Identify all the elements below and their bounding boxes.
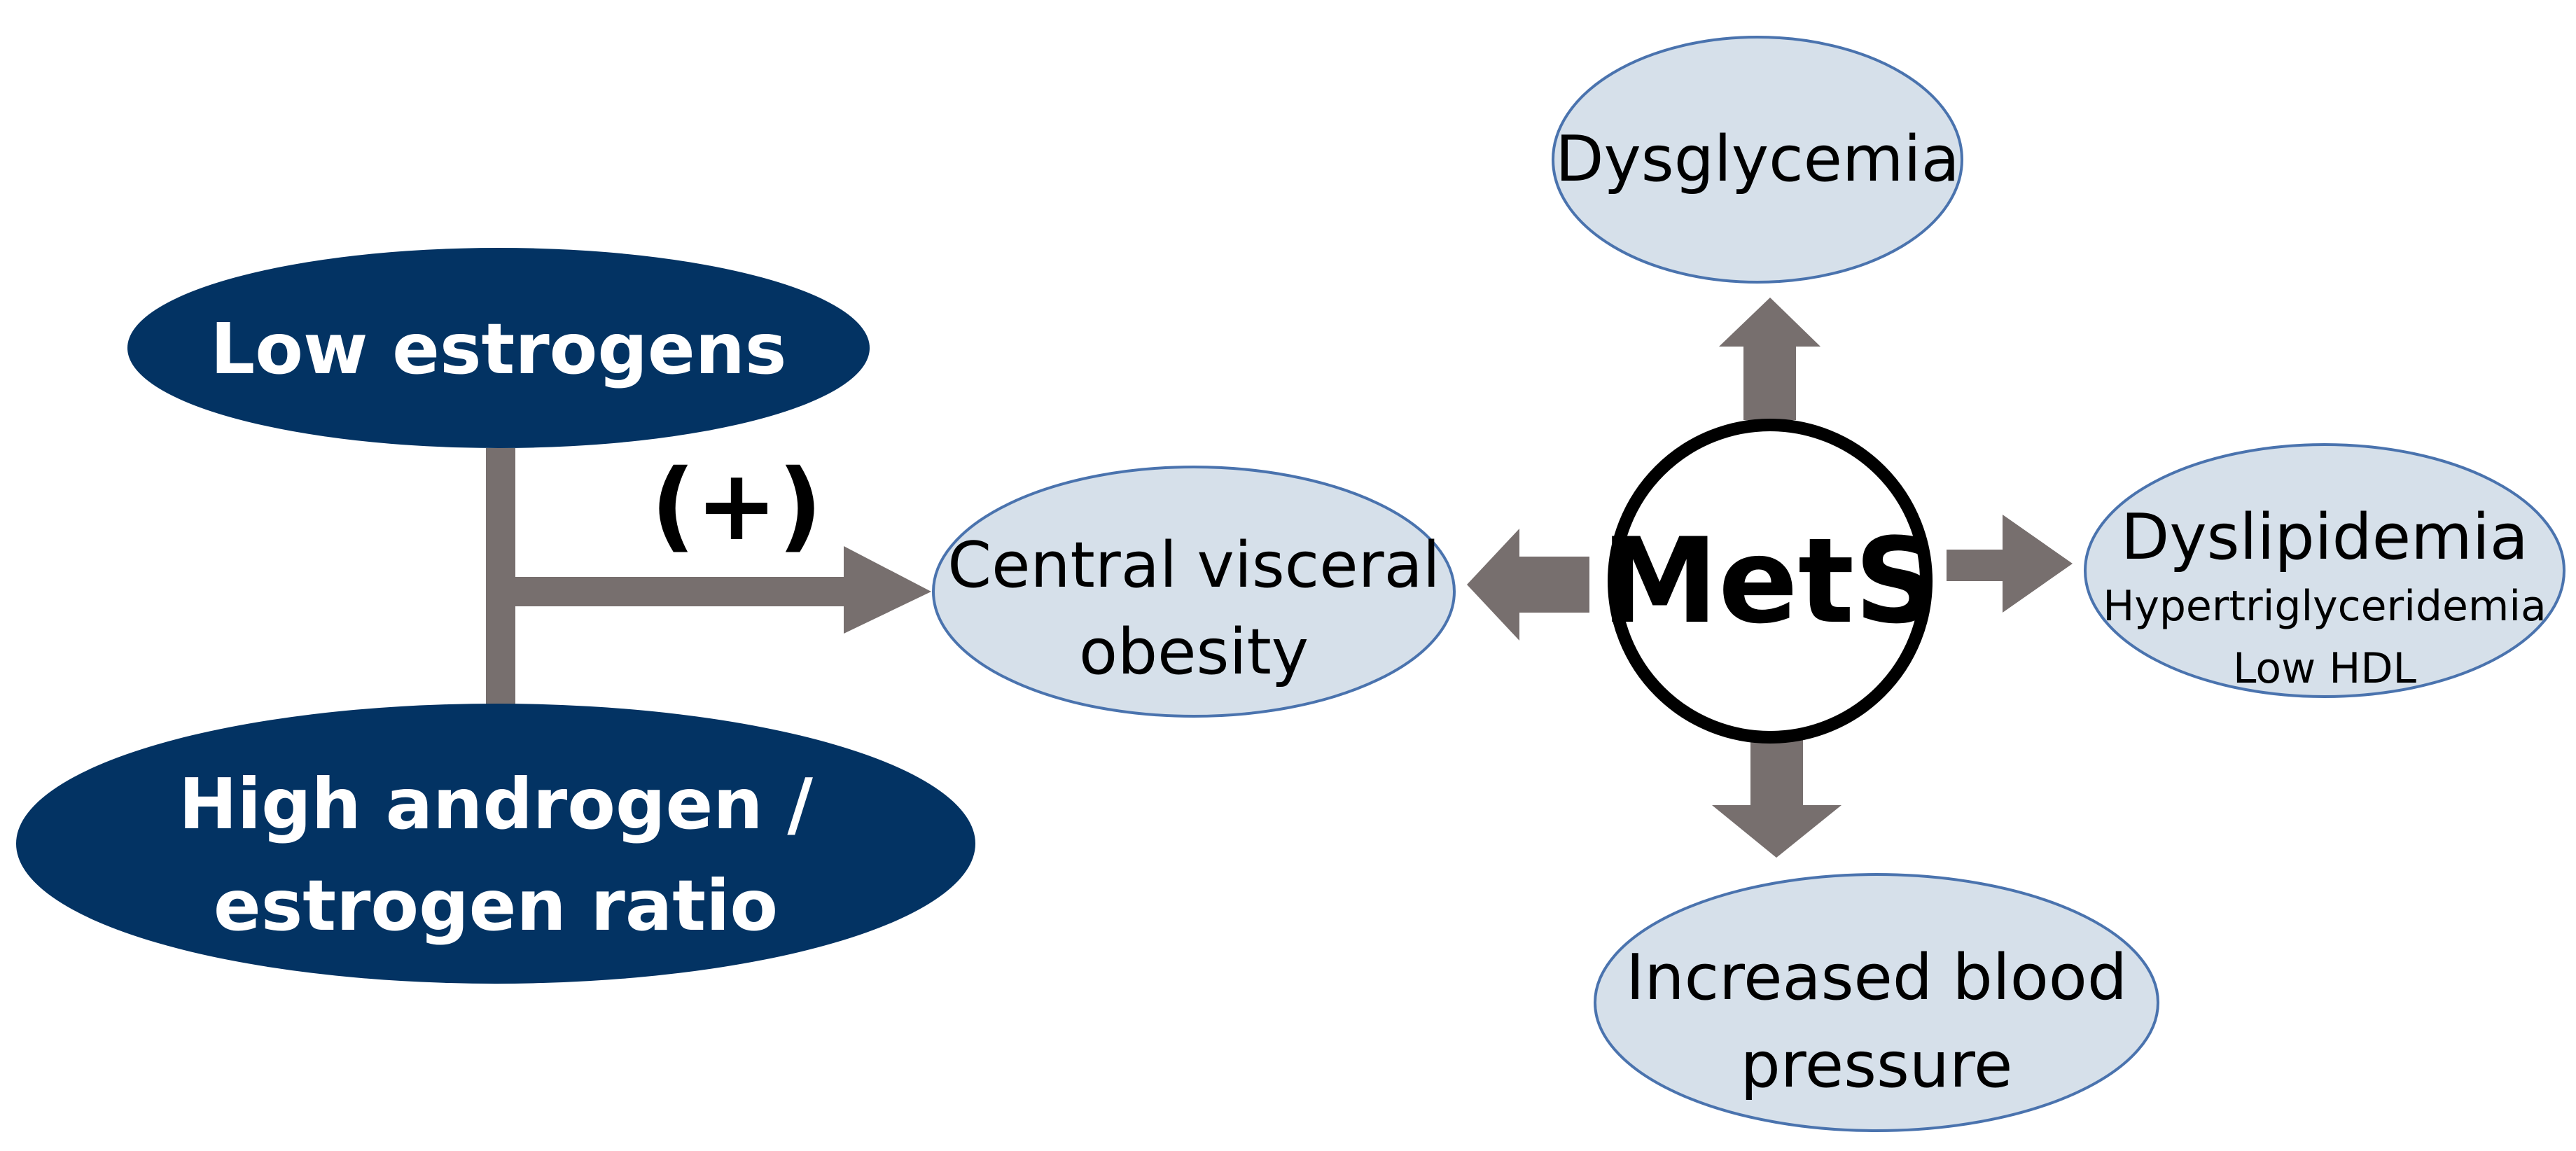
hormone-connector (486, 448, 931, 707)
mets-arrows (1467, 298, 2073, 858)
dyslipidemia-sub-label-1: Hypertriglyceridemia (2103, 582, 2547, 631)
obesity-node: Central visceral obesity (932, 466, 1456, 718)
dysglycemia-ellipse (1552, 36, 1963, 284)
high-ratio-node: High androgen / estrogen ratio (16, 704, 975, 984)
mets-label: MetS (1601, 512, 1939, 650)
dyslipidemia-label: Dyslipidemia (2121, 501, 2528, 574)
high-ratio-label-line1: High androgen / (179, 763, 813, 845)
low-estrogens-label: Low estrogens (211, 308, 787, 390)
high-ratio-label-line2: estrogen ratio (214, 865, 778, 947)
positive-effect-label: (+) (650, 449, 822, 563)
high-ratio-ellipse (16, 704, 975, 984)
dysglycemia-label: Dysglycemia (1555, 123, 1960, 196)
arrow-to-obesity (844, 546, 931, 634)
arrow-to-obesity-from-mets (1467, 529, 1589, 641)
low-estrogens-ellipse (127, 248, 870, 448)
dyslipidemia-sub-label-2: Low HDL (2233, 644, 2417, 693)
arrow-to-dyslipidemia (1947, 515, 2073, 613)
low-estrogens-node: Low estrogens (127, 248, 870, 448)
obesity-label-line2: obesity (1079, 615, 1309, 689)
blood-pressure-node: Increased blood pressure (1594, 873, 2159, 1132)
dyslipidemia-ellipse (2084, 443, 2565, 698)
arrow-to-blood-pressure (1712, 739, 1842, 858)
blood-pressure-label-line1: Increased blood (1626, 941, 2127, 1014)
mets-node: MetS (1601, 419, 1939, 744)
obesity-ellipse (932, 466, 1456, 718)
blood-pressure-label-line2: pressure (1741, 1028, 2013, 1102)
obesity-label-line1: Central visceral (947, 529, 1440, 602)
dyslipidemia-node: Dyslipidemia Hypertriglyceridemia Low HD… (2084, 443, 2565, 698)
mets-circle (1608, 419, 1933, 744)
arrow-to-dysglycemia (1719, 298, 1820, 420)
dysglycemia-node: Dysglycemia (1552, 36, 1963, 284)
blood-pressure-ellipse (1594, 873, 2159, 1132)
